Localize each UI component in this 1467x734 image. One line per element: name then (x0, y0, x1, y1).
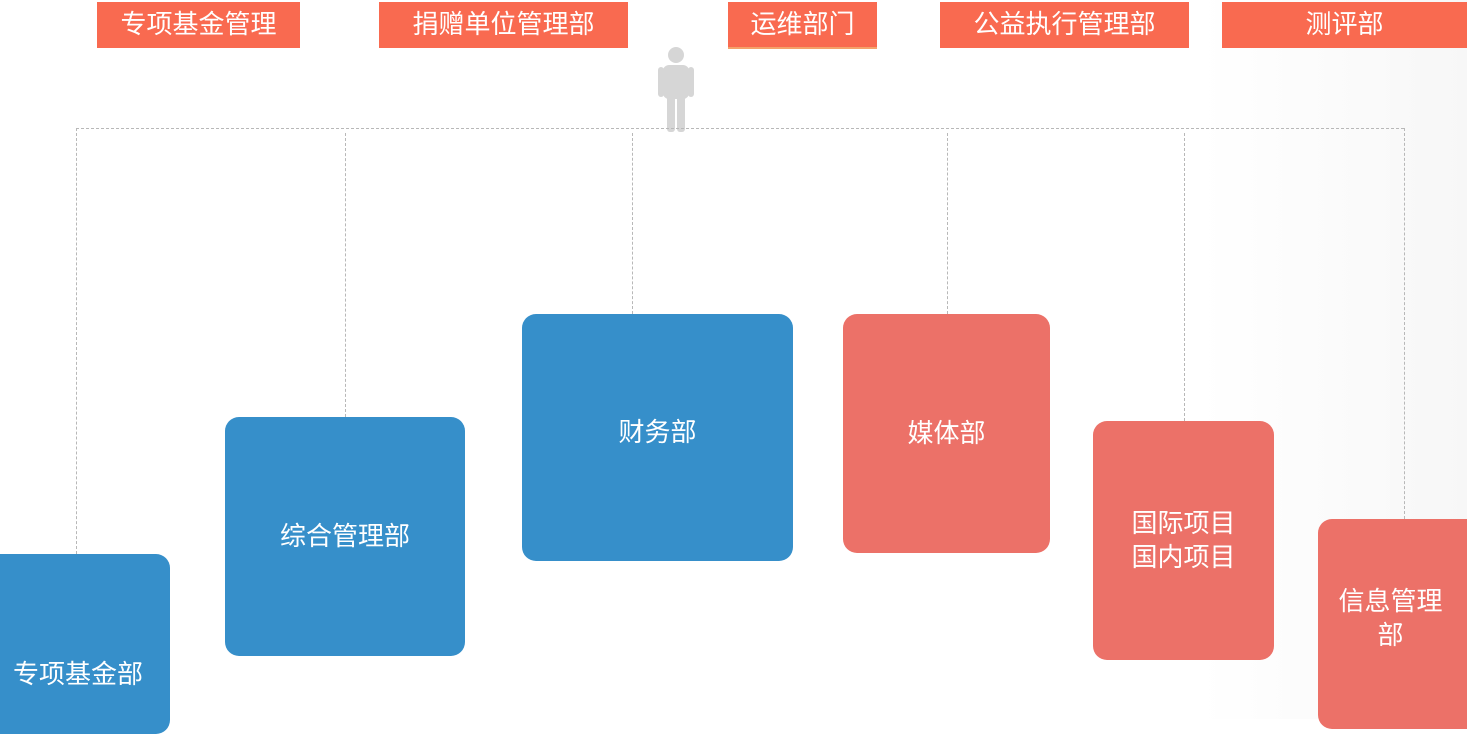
department-general-management[interactable]: 综合管理部 (225, 417, 465, 656)
connector-projects (1184, 133, 1185, 421)
connector-special-fund (76, 128, 77, 554)
connector-horizontal (76, 128, 1404, 129)
department-projects[interactable]: 国际项目 国内项目 (1093, 421, 1274, 660)
top-tag-operations[interactable]: 运维部门 (728, 2, 877, 49)
department-information-management[interactable]: 信息管理 部 (1318, 519, 1467, 729)
top-tag-evaluation[interactable]: 测评部 (1222, 2, 1467, 48)
person-icon (658, 47, 694, 132)
connector-media (947, 133, 948, 314)
department-media[interactable]: 媒体部 (843, 314, 1050, 553)
top-tag-special-fund-management[interactable]: 专项基金管理 (97, 2, 300, 48)
top-tag-charity-execution[interactable]: 公益执行管理部 (940, 2, 1189, 48)
top-tag-donor-management[interactable]: 捐赠单位管理部 (379, 2, 628, 48)
connector-finance (632, 133, 633, 314)
department-special-fund[interactable]: 专项基金部 (0, 554, 170, 734)
department-finance[interactable]: 财务部 (522, 314, 793, 561)
connector-information (1404, 128, 1405, 519)
connector-general-management (345, 133, 346, 417)
